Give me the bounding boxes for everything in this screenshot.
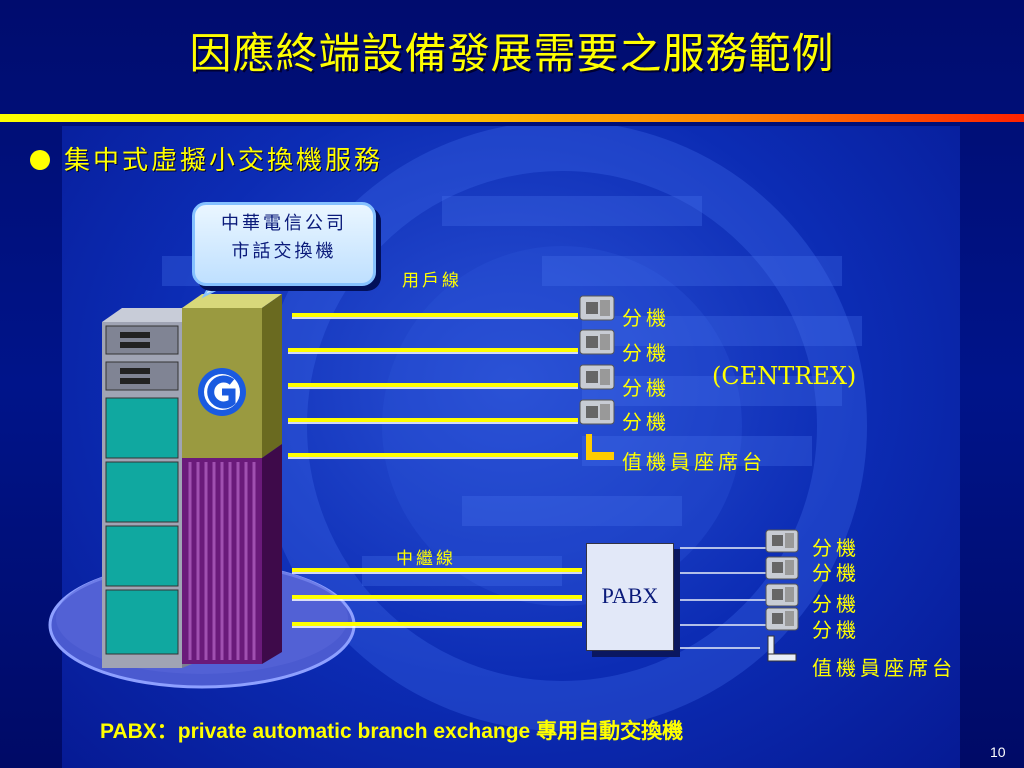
pabx-label: PABX [601, 583, 659, 608]
centrex-attendant-label: 值機員座席台 [622, 450, 766, 474]
exchange-label: 中華電信公司 市話交換機 [192, 210, 376, 266]
pabx-extension-label: 分機 [812, 561, 860, 585]
cht-logo-icon [198, 368, 246, 416]
subscriber-line-label: 用戶線 [402, 271, 462, 291]
centrex-label: (CENTREX) [712, 362, 857, 390]
telephone-icon [579, 295, 615, 321]
centrex-extension-label: 分機 [622, 410, 670, 434]
attendant-console-icon [767, 635, 797, 662]
exchange-label-line2: 市話交換機 [231, 241, 337, 262]
bullet-dot-icon [30, 150, 50, 170]
pabx-extension-lines [680, 547, 766, 649]
telephone-icon [579, 329, 615, 355]
pabx-box [586, 543, 674, 651]
centrex-extension-label: 分機 [622, 341, 670, 365]
trunk-line-label: 中繼線 [396, 549, 456, 569]
telephone-icon [765, 583, 799, 607]
subscriber-lines [288, 313, 578, 457]
telephone-icon [579, 364, 615, 390]
title-divider [0, 114, 1024, 122]
exchange-cabinet [102, 294, 282, 668]
telephone-icon [765, 556, 799, 580]
pabx-extension-label: 分機 [812, 536, 860, 560]
telephone-icon [579, 399, 615, 425]
pabx-extension-label: 分機 [812, 618, 860, 642]
page-title: 因應終端設備發展需要之服務範例 [189, 29, 835, 78]
telephone-icon [765, 607, 799, 631]
pabx-extension-label: 分機 [812, 592, 860, 616]
speech-bubble [192, 202, 376, 286]
footnote: PABX：private automatic branch exchange 專… [100, 720, 684, 743]
telephone-icon [765, 529, 799, 553]
page-number: 10 [990, 744, 1006, 760]
bullet-heading: 集中式虛擬小交換機服務 [64, 146, 384, 176]
trunk-lines [292, 568, 582, 626]
attendant-console-icon [586, 434, 614, 460]
centrex-extension-label: 分機 [622, 306, 670, 330]
exchange-label-line1: 中華電信公司 [221, 213, 347, 234]
pabx-attendant-label: 值機員座席台 [812, 656, 956, 680]
centrex-extension-label: 分機 [622, 376, 670, 400]
